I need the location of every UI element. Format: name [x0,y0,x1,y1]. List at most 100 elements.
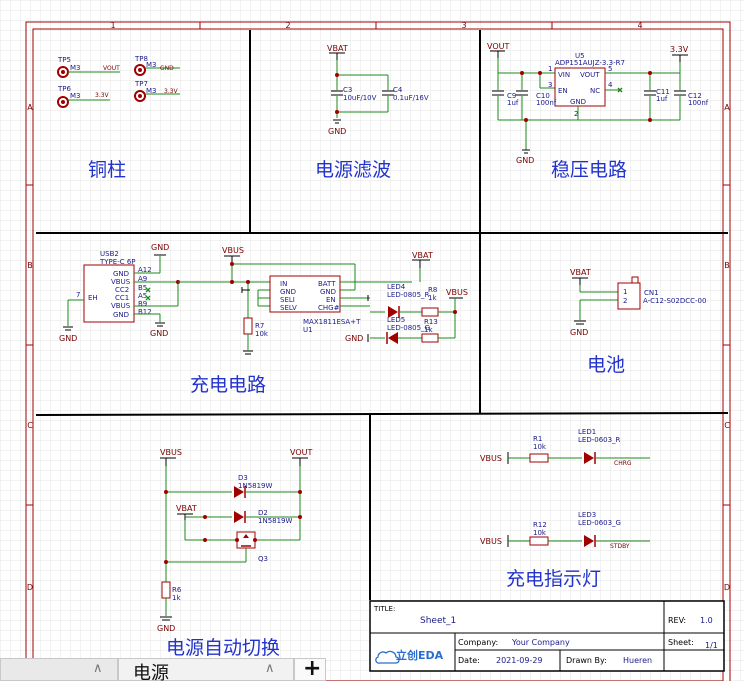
svg-text:LED1: LED1 [578,428,596,436]
charger-ic-u1 [269,275,341,313]
svg-text:GND: GND [157,624,175,633]
svg-text:1: 1 [548,65,552,73]
lceda-logo: 立创EDA [375,648,444,664]
drawn-value: Hueren [623,656,652,665]
svg-text:TYPE-C 6P: TYPE-C 6P [99,258,136,266]
svg-text:CC2: CC2 [115,286,129,294]
svg-text:VBAT: VBAT [176,504,197,513]
svg-text:U1: U1 [303,326,313,334]
company-value: Your Company [511,638,570,647]
svg-text:U5: U5 [575,52,585,60]
svg-text:GND: GND [345,334,363,343]
svg-text:1k: 1k [172,594,181,602]
svg-text:2: 2 [623,297,627,305]
svg-text:VBUS: VBUS [222,246,244,255]
svg-text:R13: R13 [424,318,438,326]
svg-text:SELI: SELI [280,296,295,304]
filter-section: VBAT GND C3 10uF/10V C4 0.1uF/16V [327,44,429,136]
battery-connector-cn1 [617,282,641,310]
testpoint-tp7: TP7 M3 3.3V [134,80,180,102]
add-sheet-button[interactable]: + [294,656,326,681]
svg-text:VBUS: VBUS [111,302,131,310]
section-title-battery: 电池 [587,354,625,376]
svg-text:GND: GND [570,98,586,106]
sheet-frame: 1 2 3 4 A B C D A B C D [25,21,731,681]
drawn-label: Drawn By: [566,656,607,665]
svg-text:2: 2 [574,110,578,118]
svg-text:10k: 10k [255,330,269,338]
regulator-section: VOUT 3.3V U5 ADP151AUJZ-3.3-R7 VIN VOUT … [487,42,709,165]
svg-text:VBUS: VBUS [446,288,468,297]
battery-section: VBAT GND 1 2 CN1 A-C12-S02DCC-00 [570,268,706,337]
svg-text:3.3V: 3.3V [95,92,110,99]
svg-text:LED-0603_G: LED-0603_G [578,519,621,527]
svg-text:7: 7 [76,291,80,299]
svg-text:LED4: LED4 [387,283,406,291]
svg-text:3.3V: 3.3V [670,45,689,54]
svg-text:C12: C12 [688,92,702,100]
svg-text:10k: 10k [533,443,547,451]
sheet-value: 1/1 [705,641,718,650]
charge-section: USB2 TYPE-C 6P GND VBUS CC2 CC1 VBUS GND… [59,243,468,355]
grid-row-b-left: B [27,261,33,270]
svg-text:B5: B5 [138,284,147,292]
svg-text:D3: D3 [238,474,248,482]
svg-text:M3: M3 [70,92,81,100]
svg-text:R7: R7 [255,322,264,330]
svg-text:1N5819W: 1N5819W [258,517,293,525]
svg-text:GND: GND [151,243,169,252]
svg-text:VBAT: VBAT [327,44,348,53]
svg-text:ADP151AUJZ-3.3-R7: ADP151AUJZ-3.3-R7 [555,59,625,67]
grid-col-4: 4 [637,21,642,30]
svg-text:GND: GND [280,288,296,296]
tab-previous[interactable]: ∧ [0,658,118,681]
svg-text:GND: GND [570,328,588,337]
svg-text:VBUS: VBUS [160,448,182,457]
svg-text:GND: GND [150,329,168,338]
svg-text:C10: C10 [536,92,550,100]
tab-power-label: 电源 [133,663,169,684]
tab-power[interactable]: 电源 ∧ [118,658,294,684]
sheet-label: Sheet: [668,638,694,647]
svg-text:TP6: TP6 [57,85,71,93]
section-title-switch: 电源自动切换 [166,637,280,659]
svg-text:VBAT: VBAT [412,251,433,260]
grid-col-1: 1 [110,21,115,30]
svg-text:VOUT: VOUT [487,42,509,51]
svg-text:GND: GND [320,288,336,296]
svg-text:A9: A9 [138,275,147,283]
switch-section: VBUS VOUT D3 1N5819W VBAT D2 1N5819W [157,448,312,633]
svg-text:10uF/10V: 10uF/10V [343,94,377,102]
svg-text:CC1: CC1 [115,294,129,302]
grid-row-c-right: C [724,421,730,430]
svg-text:A5: A5 [138,292,147,300]
title-block: TITLE: Sheet_1 REV: 1.0 Company: Your Co… [369,600,725,672]
testpoint-tp5: TP5 M3 VOUT [57,56,120,78]
grid-row-a-left: A [27,103,33,112]
svg-text:NC: NC [590,87,600,95]
svg-text:1N5819W: 1N5819W [238,482,273,490]
svg-text:EH: EH [88,294,98,302]
svg-text:TP7: TP7 [134,80,148,88]
svg-text:R12: R12 [533,521,547,529]
svg-text:100nf: 100nf [536,99,557,107]
grid-row-d-left: D [27,583,33,592]
svg-text:A12: A12 [138,266,152,274]
svg-text:A-C12-S02DCC-00: A-C12-S02DCC-00 [643,297,706,305]
svg-text:10k: 10k [533,529,547,537]
chevron-up-icon: ∧ [265,661,275,676]
svg-text:3: 3 [548,81,552,89]
svg-text:VOUT: VOUT [103,65,120,72]
testpoint-tp8: TP8 M3 GND [134,55,180,76]
svg-text:EN: EN [558,87,568,95]
section-title-filter: 电源滤波 [315,159,391,181]
svg-text:LED5: LED5 [387,316,405,324]
svg-text:SELV: SELV [280,304,297,312]
grid-row-b-right: B [724,261,730,270]
svg-text:Q3: Q3 [258,555,268,563]
svg-text:R6: R6 [172,586,182,594]
svg-text:1k: 1k [424,326,433,334]
section-title-charge: 充电电路 [190,374,266,396]
section-title-indicator: 充电指示灯 [506,568,601,590]
